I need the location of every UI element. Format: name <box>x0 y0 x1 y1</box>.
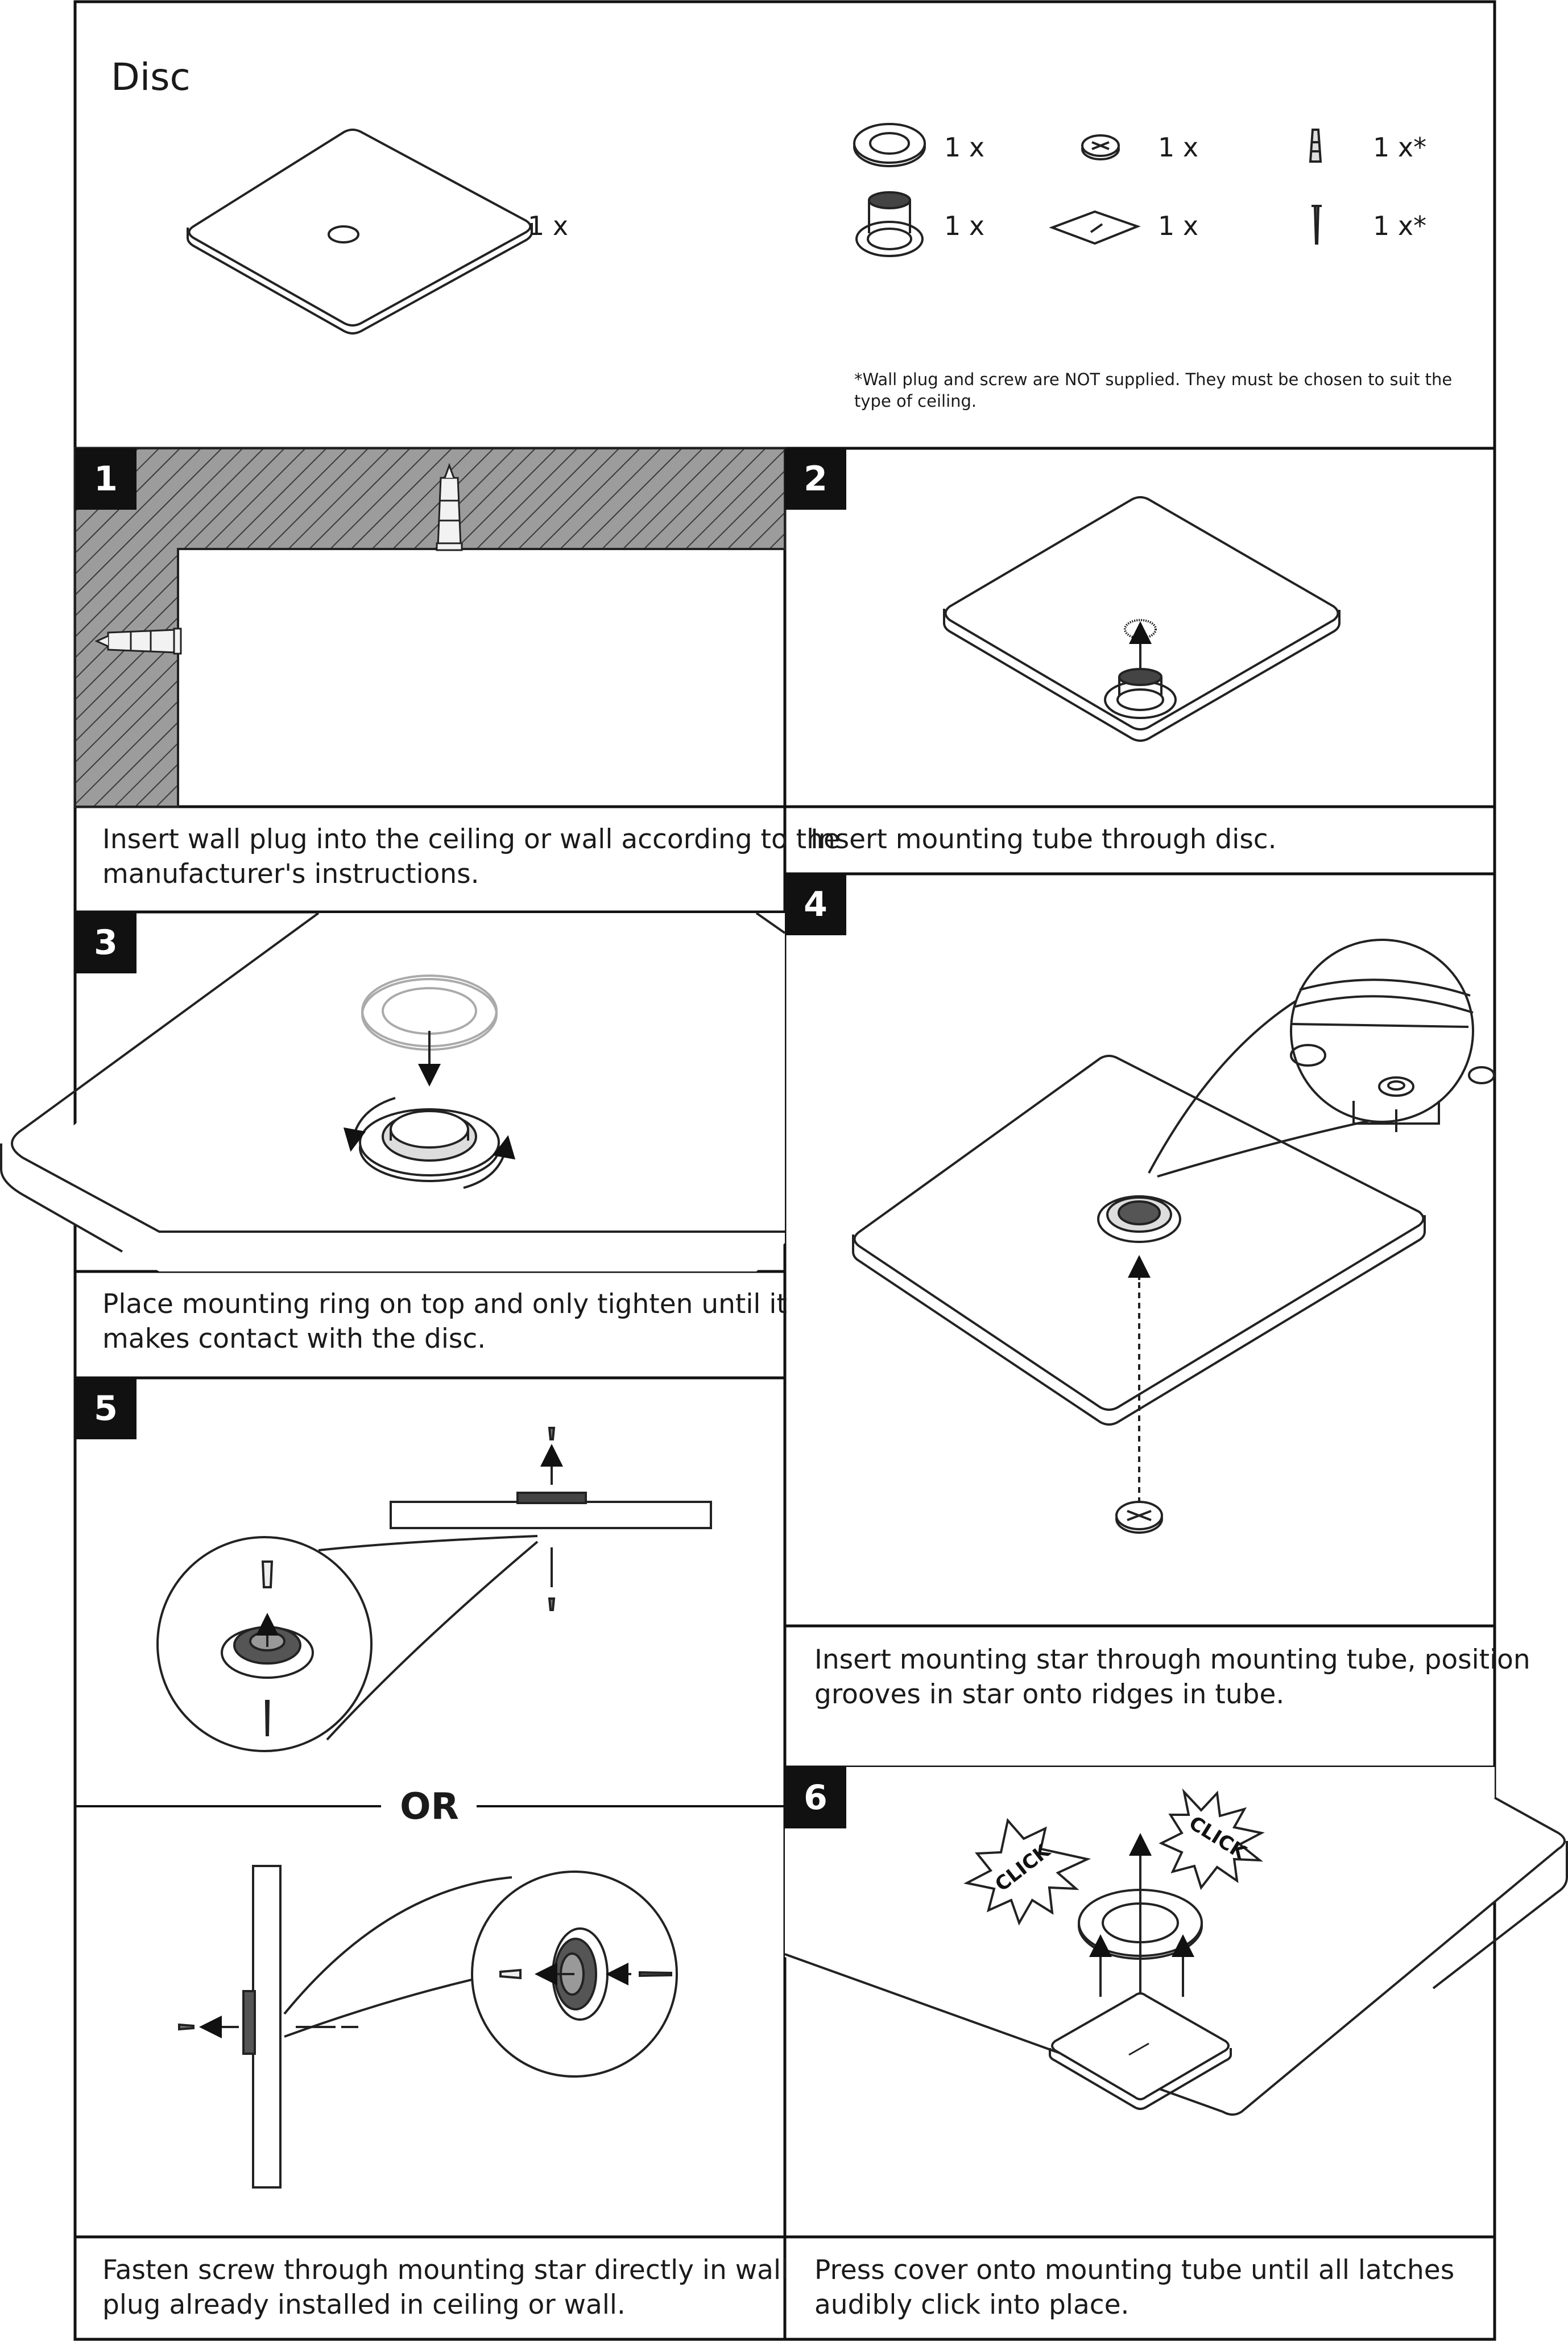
step-number-2: 2 <box>785 448 846 510</box>
step3-caption: Place mounting ring on top and only tigh… <box>102 1287 787 1356</box>
step5-lower-illustration <box>178 1865 678 2189</box>
step4-caption: Insert mounting star through mounting tu… <box>814 1642 1530 1712</box>
step-number-1: 1 <box>75 448 136 510</box>
step1-illustration <box>74 447 786 808</box>
step6-illustration <box>784 1767 1568 2116</box>
step-number-5: 5 <box>75 1378 136 1439</box>
step-number-6: 6 <box>785 1767 846 1828</box>
parts-note: *Wall plug and screw are NOT supplied. T… <box>854 369 1452 412</box>
step6-caption-line2: audibly click into place. <box>814 2289 1130 2321</box>
parts-note-line1: *Wall plug and screw are NOT supplied. T… <box>854 370 1453 389</box>
step2-illustration <box>943 496 1341 742</box>
mounting-ring-icon <box>853 123 926 167</box>
step1-caption-line2: manufacturer's instructions. <box>102 858 479 890</box>
step3-caption-line2: makes contact with the disc. <box>102 1323 486 1355</box>
disc-drawing <box>187 129 533 335</box>
step-number-4: 4 <box>785 874 846 935</box>
wall-plug-icon <box>1309 129 1322 163</box>
step3-caption-line1: Place mounting ring on top and only tigh… <box>102 1289 787 1320</box>
star-quantity: 1 x <box>1158 132 1199 163</box>
or-label: OR <box>400 1786 459 1828</box>
step6-caption: Press cover onto mounting tube until all… <box>814 2253 1454 2322</box>
step5-caption-line2: plug already installed in ceiling or wal… <box>102 2289 626 2321</box>
step5-caption: Fasten screw through mounting star direc… <box>102 2253 788 2322</box>
mounting-tube-icon <box>855 191 924 257</box>
disc-quantity: 1 x <box>528 210 569 241</box>
cover-icon <box>1049 210 1141 245</box>
step5-upper-illustration <box>156 1427 712 1752</box>
step2-caption-line1: Insert mounting tube through disc. <box>810 824 1277 855</box>
step2-caption: Insert mounting tube through disc. <box>810 822 1277 857</box>
page-title: Disc <box>111 55 191 99</box>
ring-quantity: 1 x <box>944 132 985 163</box>
parts-note-line2: type of ceiling. <box>854 391 977 411</box>
step4-caption-line2: grooves in star onto ridges in tube. <box>814 1679 1285 1710</box>
step6-caption-line1: Press cover onto mounting tube until all… <box>814 2255 1455 2286</box>
step5-caption-line1: Fasten screw through mounting star direc… <box>102 2255 789 2286</box>
screw-quantity: 1 x* <box>1373 210 1427 241</box>
mounting-star-icon <box>1081 134 1120 160</box>
step-number-3: 3 <box>75 912 136 973</box>
step4-caption-line1: Insert mounting star through mounting tu… <box>814 1644 1530 1675</box>
cover-quantity: 1 x <box>1158 210 1199 241</box>
step4-illustration <box>852 939 1495 1534</box>
tube-quantity: 1 x <box>944 210 985 241</box>
screw-icon <box>1312 205 1322 245</box>
step1-caption-line1: Insert wall plug into the ceiling or wal… <box>102 824 840 855</box>
plug-quantity: 1 x* <box>1373 132 1427 163</box>
step3-illustration <box>0 912 786 1271</box>
step1-caption: Insert wall plug into the ceiling or wal… <box>102 822 840 891</box>
